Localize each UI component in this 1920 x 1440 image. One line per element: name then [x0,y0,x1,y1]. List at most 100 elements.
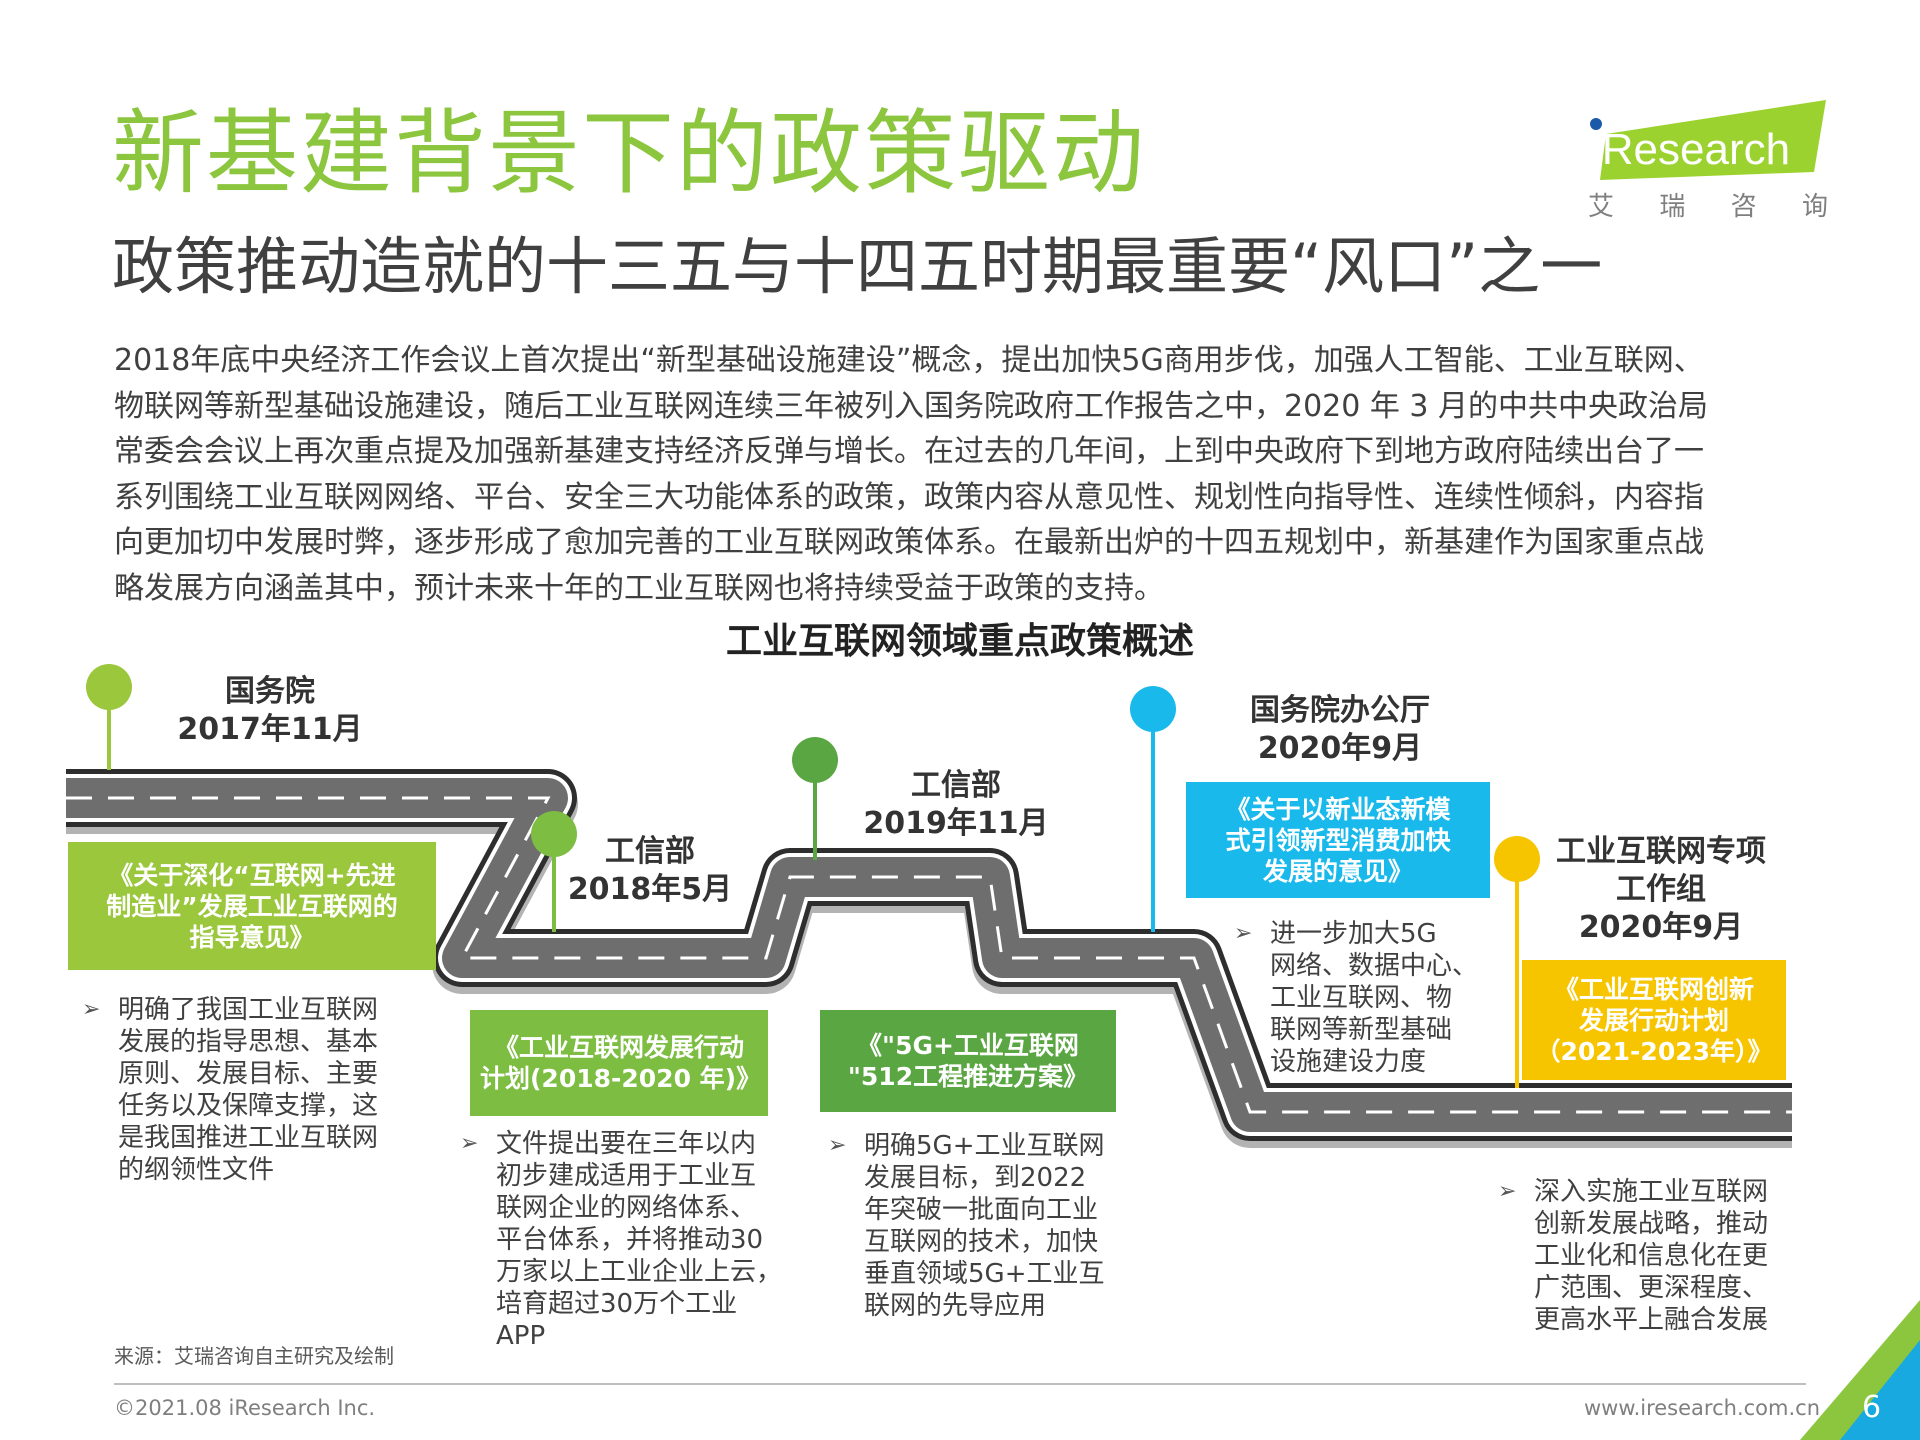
desc-line: 原则、发展目标、主要 [118,1059,379,1089]
desc-line: 的纲领性文件 [118,1155,275,1185]
milestone-pin [531,811,577,857]
desc-line: 年突破一批面向工业 [864,1195,1099,1225]
org-date: 2020年9月 [1257,731,1423,766]
policy-doc-box: 《关于以新业态新模 式引领新型消费加快 发展的意见》 [1186,782,1490,898]
logo-char: 询 [1801,192,1828,222]
desc-line: 发展目标，到2022 [864,1163,1087,1193]
doc-line: 制造业”发展工业互联网的 [106,891,398,921]
desc-line: 垂直领域5G+工业互 [864,1259,1105,1289]
milestone-org: 工信部 2019年11月 [846,767,1066,843]
desc-line: 培育超过30万个工业 [496,1289,738,1319]
desc-line: 是我国推进工业互联网 [118,1123,379,1153]
logo-text: iResearch [1592,125,1790,174]
doc-line: 发展行动计划 [1578,1005,1729,1035]
desc-line: 创新发展战略，推动 [1534,1209,1769,1239]
doc-line: 发展的意见》 [1262,856,1413,886]
policy-description: ➢ 进一步加大5G 网络、数据中心、 工业互联网、物 联网等新型基础 设施建设力… [1234,918,1490,1078]
pin-stem [552,832,556,932]
intro-line: 系列围绕工业互联网网络、平台、安全三大功能体系的政策，政策内容从意见性、规划性向… [114,479,1704,515]
milestone-pin [1130,686,1176,732]
milestone-pin [86,664,132,710]
policy-doc-box: 《工业互联网发展行动 计划(2018-2020 年)》 [470,1010,768,1116]
doc-line: 《关于深化“互联网+先进 [108,860,396,890]
arrow-bullet-icon: ➢ [460,1131,479,1156]
desc-line: 设施建设力度 [1270,1047,1427,1077]
desc-line: 联网的先导应用 [864,1291,1047,1321]
desc-line: 文件提出要在三年以内 [496,1129,757,1159]
org-date: 2018年5月 [567,872,733,907]
doc-line: "512工程推进方案》 [847,1062,1089,1091]
doc-line: 指导意见》 [189,922,315,952]
arrow-bullet-icon: ➢ [1234,921,1253,946]
desc-line: APP [496,1321,546,1351]
pin-stem [813,760,817,860]
pin-stem [107,686,111,770]
doc-line: 《关于以新业态新模 [1225,794,1451,824]
milestone-pin [792,737,838,783]
corner-decoration [1800,1300,1920,1440]
desc-line: 联网等新型基础 [1270,1015,1453,1045]
desc-line: 网络、数据中心、 [1270,951,1479,981]
arrow-bullet-icon: ➢ [828,1133,847,1158]
policy-description: ➢ 明确5G+工业互联网 发展目标，到2022 年突破一批面向工业 互联网的技术… [828,1130,1124,1322]
diagram-title: 工业互联网领域重点政策概述 [725,621,1194,662]
intro-paragraph: 2018年底中央经济工作会议上首次提出“新型基础设施建设”概念，提出加快5G商用… [114,338,1814,611]
policy-doc-box: 《关于深化“互联网+先进 制造业”发展工业互联网的 指导意见》 [68,842,436,970]
policy-doc-box: 《"5G+工业互联网 "512工程推进方案》 [820,1010,1116,1112]
desc-line: 任务以及保障支撑，这 [118,1091,379,1121]
desc-line: 更高水平上融合发展 [1534,1305,1769,1335]
milestone-org: 工信部 2018年5月 [540,833,760,909]
org-name: 工信部 [605,834,695,869]
intro-line: 2018年底中央经济工作会议上首次提出“新型基础设施建设”概念，提出加快5G商用… [114,343,1704,378]
milestone-org: 国务院 2017年11月 [160,673,380,749]
page-subtitle: 政策推动造就的十三五与十四五时期最重要“风口”之一 [112,230,1603,303]
desc-line: 进一步加大5G [1270,919,1437,949]
desc-line: 平台体系，并将推动30 [496,1225,764,1255]
intro-line: 略发展方向涵盖其中，预计未来十年的工业互联网也将持续受益于政策的支持。 [114,570,1164,606]
pin-stem [1515,858,1519,1088]
policy-description: ➢ 文件提出要在三年以内 初步建成适用于工业互 联网企业的网络体系、 平台体系，… [460,1128,796,1352]
logo-char: 咨 [1730,192,1757,222]
intro-line: 物联网等新型基础设施建设，随后工业互联网连续三年被列入国务院政府工作报告之中，2… [114,388,1709,424]
source-note: 来源：艾瑞咨询自主研究及绘制 [114,1344,394,1368]
policy-doc-box: 《工业互联网创新 发展行动计划 （2021-2023年）》 [1522,960,1786,1080]
desc-line: 万家以上工业企业上云， [496,1257,783,1287]
arrow-bullet-icon: ➢ [1498,1179,1517,1204]
logo-char: 瑞 [1659,192,1686,222]
page-title: 新基建背景下的政策驱动 [112,100,1147,207]
page-number: 6 [1862,1390,1882,1425]
org-name: 工业互联网专项 [1556,834,1766,869]
org-name: 工作组 [1616,872,1706,907]
org-name: 国务院 [225,674,315,709]
milestone-org: 工业互联网专项 工作组 2020年9月 [1536,833,1786,947]
logo-char: 艾 [1588,192,1615,222]
doc-line: 《"5G+工业互联网 [857,1031,1079,1060]
arrow-bullet-icon: ➢ [82,997,101,1022]
intro-line: 向更加切中发展时弊，逐步形成了愈加完善的工业互联网政策体系。在最新出炉的十四五规… [114,525,1704,560]
website-url: www.iresearch.com.cn [1583,1396,1820,1420]
intro-line: 常委会会议上再次重点提及加强新基建支持经济反弹与增长。在过去的几年间，上到中央政… [114,434,1704,469]
doc-line: 《工业互联网创新 [1553,974,1754,1004]
org-date: 2019年11月 [863,806,1049,841]
org-date: 2020年9月 [1578,910,1744,945]
desc-line: 明确5G+工业互联网 [864,1131,1105,1161]
doc-line: 《工业互联网发展行动 [493,1033,744,1062]
copyright: ©2021.08 iResearch Inc. [114,1396,376,1420]
desc-line: 广范围、更深程度、 [1534,1273,1769,1303]
org-date: 2017年11月 [177,712,363,747]
doc-line: （2021-2023年）》 [1535,1036,1773,1066]
logo-chinese-name: 艾 瑞 咨 询 [1588,186,1828,223]
policy-description: ➢ 明确了我国工业互联网 发展的指导思想、基本 原则、发展目标、主要 任务以及保… [82,994,438,1186]
desc-line: 初步建成适用于工业互 [496,1161,757,1191]
desc-line: 发展的指导思想、基本 [118,1027,379,1057]
pin-stem [1151,710,1155,932]
milestone-pin [1494,836,1540,882]
org-name: 工信部 [911,768,1001,803]
desc-line: 工业化和信息化在更 [1534,1241,1769,1271]
doc-line: 计划(2018-2020 年)》 [480,1064,762,1093]
desc-line: 联网企业的网络体系、 [496,1193,757,1223]
desc-line: 工业互联网、物 [1270,983,1453,1013]
desc-line: 深入实施工业互联网 [1534,1177,1769,1207]
footer-divider [114,1383,1806,1385]
